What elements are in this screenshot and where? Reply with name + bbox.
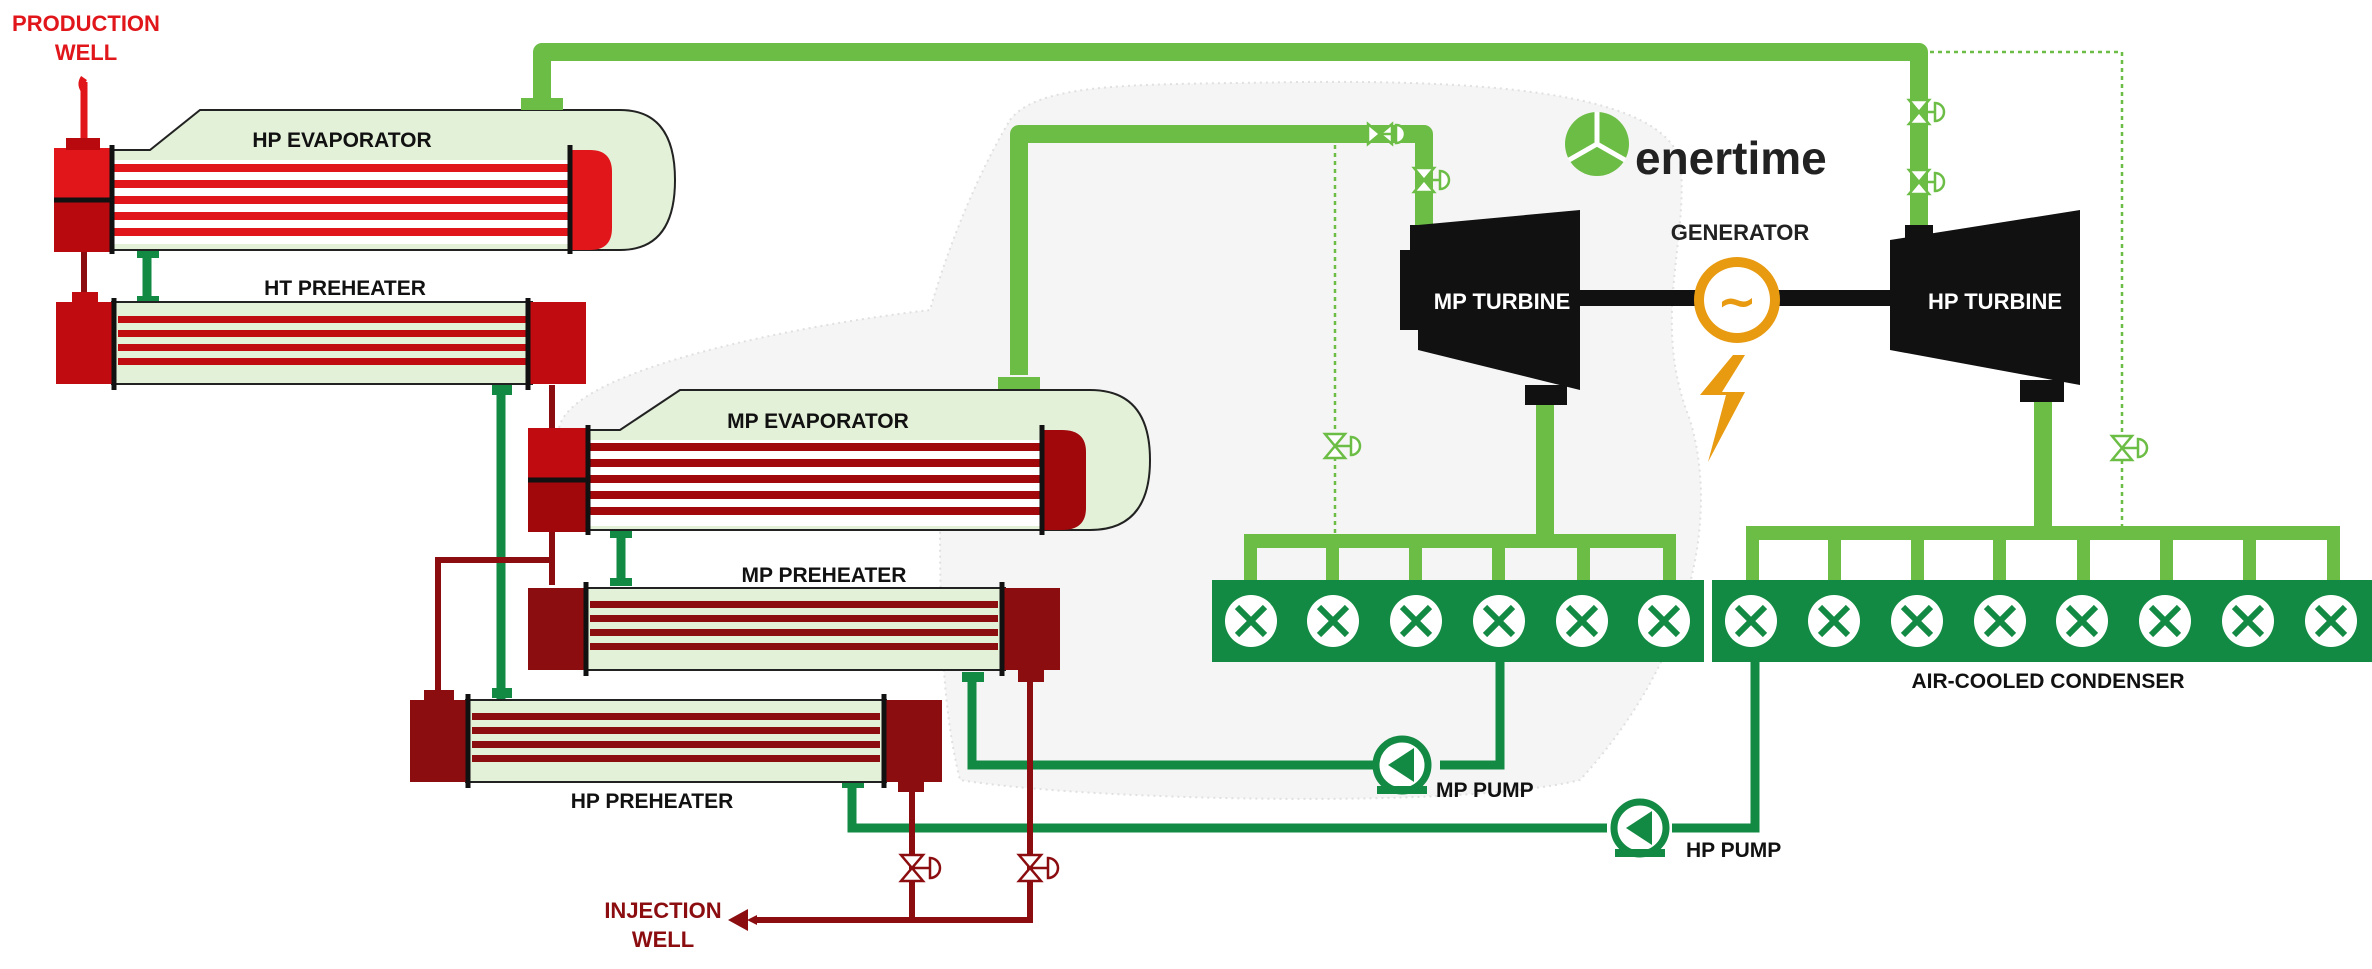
injection-well-label-1: INJECTION	[604, 898, 721, 923]
mp-turbine	[1400, 210, 1580, 405]
brine-return-pipes	[81, 250, 1033, 923]
bypass-lines	[1333, 50, 2124, 534]
mp-pump-label: MP PUMP	[1436, 779, 1534, 802]
generator-symbol: ~	[1717, 274, 1757, 330]
production-well-label-2: WELL	[55, 40, 117, 65]
hp-evaporator-label: HP EVAPORATOR	[252, 129, 431, 152]
hp-evaporator	[54, 98, 677, 254]
hp-turbine	[1890, 210, 2080, 402]
hp-preheater-label: HP PREHEATER	[571, 790, 734, 813]
production-well-label-1: PRODUCTION	[12, 11, 160, 36]
liquid-pipes	[142, 253, 1760, 833]
mp-preheater-label: MP PREHEATER	[742, 564, 907, 587]
injection-well-label-2: WELL	[632, 927, 694, 952]
lightning-icon	[1700, 355, 1745, 462]
hp-preheater	[410, 690, 942, 792]
hp-pump-icon	[1610, 798, 1670, 858]
mp-turbine-label: MP TURBINE	[1434, 289, 1571, 314]
hp-pump-label: HP PUMP	[1686, 839, 1781, 862]
condenser-label: AIR-COOLED CONDENSER	[1911, 670, 2184, 693]
brine-pipes	[78, 76, 88, 140]
mp-evaporator-label: MP EVAPORATOR	[727, 410, 909, 433]
hp-turbine-label: HP TURBINE	[1928, 289, 2062, 314]
mp-evaporator	[528, 377, 1152, 535]
logo-icon	[1565, 112, 1629, 176]
mp-pump-icon	[1372, 735, 1432, 795]
generator-icon	[1694, 257, 1780, 343]
condenser-manifolds	[1244, 526, 2340, 580]
mp-preheater	[528, 582, 1060, 682]
ht-preheater	[56, 292, 586, 390]
ht-preheater-label: HT PREHEATER	[264, 277, 426, 300]
air-cooled-condenser	[1212, 580, 2372, 662]
generator-label: GENERATOR	[1671, 220, 1810, 245]
logo-text: enertime	[1635, 132, 1827, 184]
